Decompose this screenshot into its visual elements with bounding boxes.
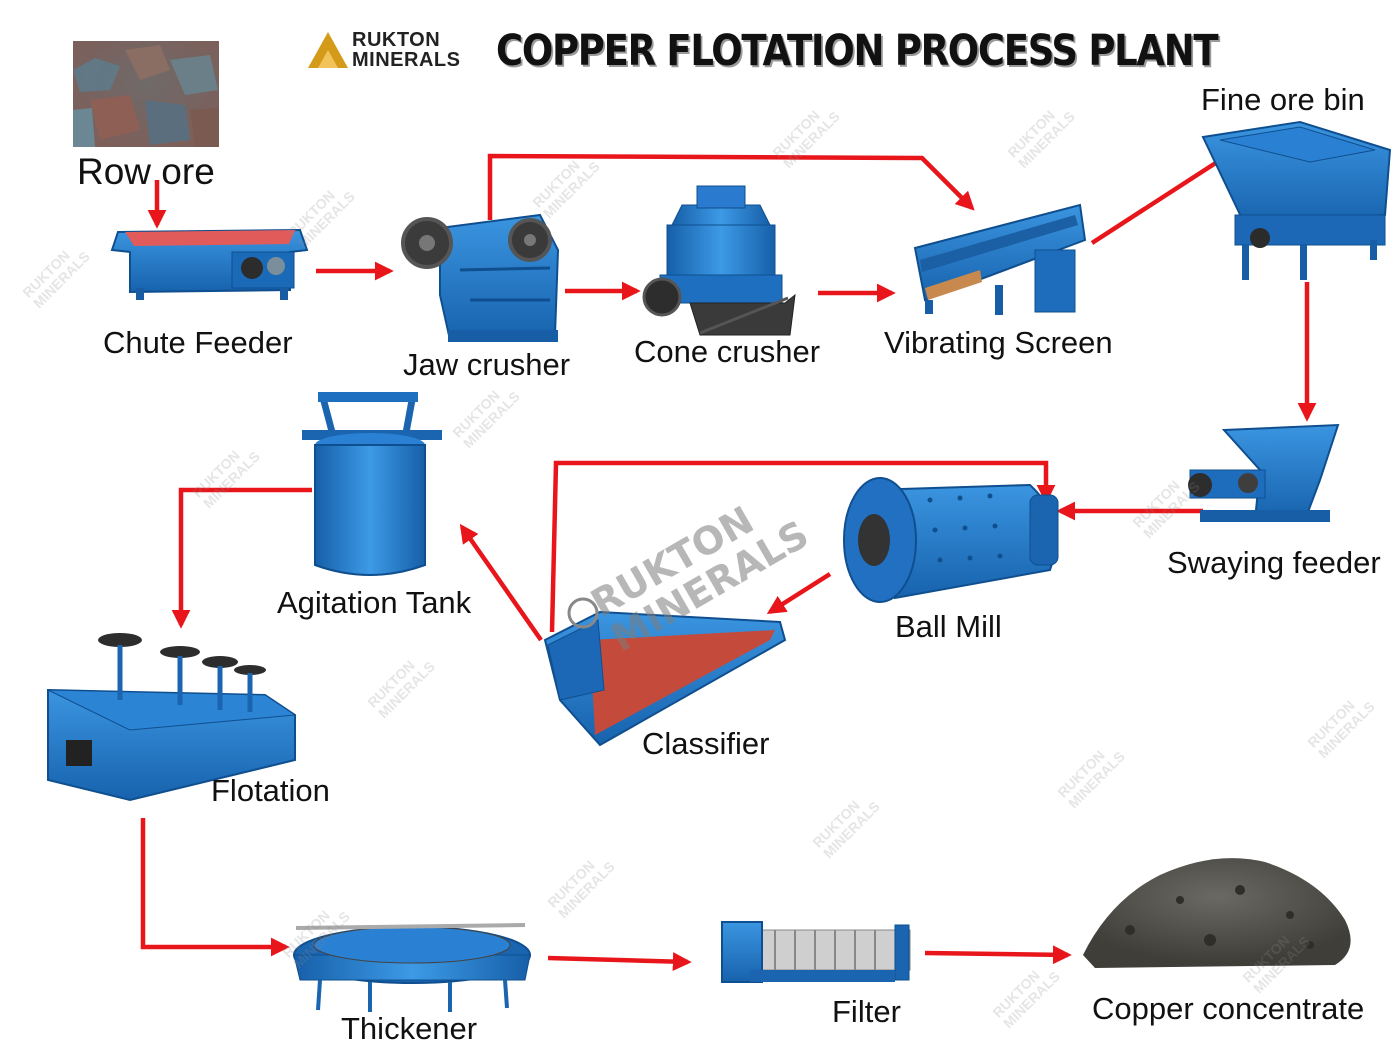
label-classifier: Classifier bbox=[642, 726, 769, 761]
ball-mill-image bbox=[843, 477, 1059, 603]
arrow-classifier-to-agitation bbox=[459, 523, 543, 642]
label-thickener: Thickener bbox=[341, 1011, 477, 1046]
filter-press-image bbox=[721, 921, 911, 983]
cone-crusher-image bbox=[642, 185, 796, 336]
label-raw-ore: Row ore bbox=[77, 151, 215, 192]
label-chute-feeder: Chute Feeder bbox=[103, 325, 293, 360]
thickener-image bbox=[293, 923, 531, 1012]
label-copper-concentrate: Copper concentrate bbox=[1092, 991, 1364, 1026]
chute-feeder-image bbox=[110, 228, 309, 300]
logo-line-1: RUKTON bbox=[352, 29, 441, 51]
company-logo: RUKTON MINERALS bbox=[306, 28, 476, 74]
flotation-image bbox=[47, 633, 297, 802]
arrow-agitation-to-flotation bbox=[171, 487, 312, 629]
label-filter: Filter bbox=[832, 994, 901, 1029]
label-cone-crusher: Cone crusher bbox=[634, 334, 820, 369]
label-swaying-feeder: Swaying feeder bbox=[1167, 545, 1381, 580]
logo-line-2: MINERALS bbox=[352, 49, 461, 71]
arrow-flotation-to-thickener bbox=[140, 818, 290, 957]
jaw-crusher-image bbox=[401, 213, 560, 342]
node-labels: Row ore Chute Feeder Jaw crusher Cone cr… bbox=[77, 82, 1381, 1046]
fine-ore-bin-image bbox=[1201, 120, 1392, 280]
arrow-classifier-to-ballmill-return bbox=[549, 460, 1056, 633]
page-title: COPPER FLOTATION PROCESS PLANT bbox=[496, 26, 1219, 76]
label-ball-mill: Ball Mill bbox=[895, 609, 1002, 644]
arrow-thickener-to-filter bbox=[547, 952, 692, 972]
swaying-feeder-image bbox=[1188, 423, 1340, 522]
agitation-tank-image bbox=[302, 392, 442, 576]
arrow-filter-to-concentrate bbox=[924, 945, 1072, 965]
classifier-image bbox=[543, 597, 787, 747]
label-flotation: Flotation bbox=[211, 773, 330, 808]
label-vibrating-screen: Vibrating Screen bbox=[884, 325, 1113, 360]
arrow-ballmill-to-classifier bbox=[766, 572, 832, 615]
copper-concentrate-image bbox=[1083, 858, 1351, 968]
logo-mountain-icon bbox=[308, 32, 348, 68]
arrow-jaw-to-screen-return bbox=[487, 153, 975, 220]
vibrating-screen-image bbox=[913, 203, 1087, 315]
label-jaw-crusher: Jaw crusher bbox=[403, 347, 570, 382]
raw-ore-image bbox=[73, 41, 219, 147]
flow-arrows bbox=[140, 130, 1317, 972]
label-agitation-tank: Agitation Tank bbox=[277, 585, 472, 620]
label-fine-ore-bin: Fine ore bin bbox=[1201, 82, 1365, 117]
